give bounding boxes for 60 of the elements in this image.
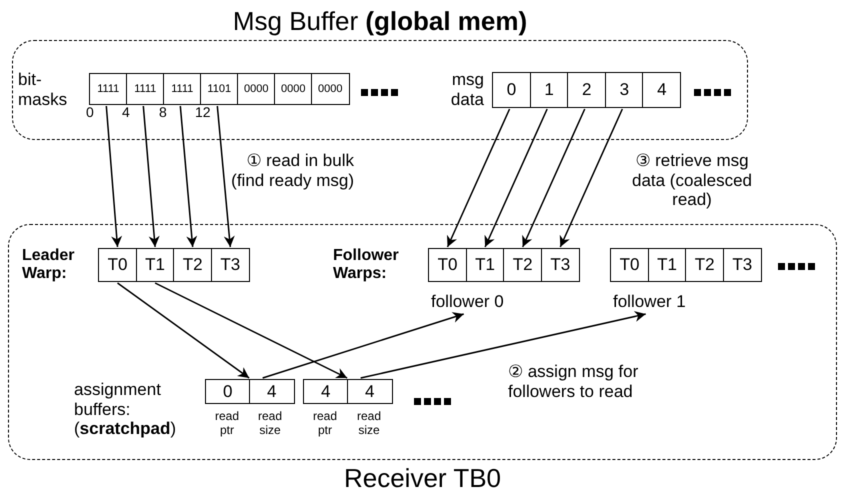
- memory-cell: T0: [610, 248, 649, 282]
- row-label: Leader Warp:: [22, 247, 76, 284]
- memory-cell: 0: [492, 72, 531, 108]
- memory-cell: T2: [685, 248, 724, 282]
- arrow: [446, 108, 510, 248]
- row-label: msg data: [450, 70, 484, 110]
- memory-cell: T0: [98, 248, 137, 282]
- row-label: bit- masks: [18, 70, 68, 110]
- memory-cell: 1111: [163, 73, 202, 105]
- memory-cell: T1: [136, 248, 175, 282]
- field-caption: read size: [356, 410, 382, 438]
- arrow: [360, 311, 646, 379]
- arrow: [560, 108, 624, 248]
- arrow: [262, 312, 464, 379]
- memory-cell: 0000: [274, 73, 312, 105]
- arrow: [142, 106, 160, 248]
- memory-cell: 4: [303, 379, 348, 404]
- index-number: 0: [86, 104, 94, 120]
- memory-cell: 1: [530, 72, 569, 108]
- arrow: [106, 106, 122, 248]
- memory-cell: 0: [205, 379, 250, 404]
- arrow: [154, 282, 348, 379]
- memory-cell: T1: [648, 248, 687, 282]
- memory-cell: 1111: [89, 73, 128, 105]
- row-label: assignment buffers: (scratchpad): [74, 380, 178, 439]
- memory-cell: 0000: [237, 73, 276, 105]
- index-number: 4: [122, 104, 130, 120]
- memory-cell: T2: [173, 248, 212, 282]
- arrow: [117, 282, 250, 379]
- memory-cell: T3: [722, 248, 762, 282]
- index-number: 8: [159, 104, 167, 120]
- step-note: ② assign msg for followers to read: [508, 362, 640, 402]
- memory-cell: T3: [540, 248, 580, 282]
- field-caption: read ptr: [312, 410, 338, 438]
- arrow: [216, 106, 235, 248]
- memory-cell: T1: [466, 248, 505, 282]
- arrow: [522, 108, 586, 248]
- arrow: [484, 108, 548, 248]
- arrow: [180, 106, 198, 248]
- row-label: Follower Warps:: [333, 247, 400, 284]
- region-title: Receiver TB0: [344, 463, 502, 494]
- memory-cell: 1111: [126, 73, 164, 105]
- field-caption: read ptr: [214, 410, 240, 438]
- memory-cell: 4: [347, 379, 392, 404]
- warp-caption: follower 0: [431, 292, 504, 313]
- step-note: ① read in bulk (find ready msg): [230, 151, 354, 190]
- memory-cell: 4: [642, 72, 682, 108]
- warp-caption: follower 1: [613, 292, 686, 313]
- memory-cell: 2: [567, 72, 606, 108]
- step-note: ③ retrieve msg data (coalesced read): [630, 151, 754, 210]
- memory-cell: 1101: [200, 73, 238, 105]
- memory-cell: T0: [428, 248, 467, 282]
- region-title: Msg Buffer (global mem): [232, 6, 528, 37]
- memory-cell: T2: [503, 248, 542, 282]
- index-number: 12: [195, 104, 211, 120]
- memory-cell: 4: [249, 379, 294, 404]
- memory-cell: T3: [210, 248, 250, 282]
- memory-cell: 0000: [311, 73, 350, 105]
- field-caption: read size: [256, 410, 284, 438]
- memory-cell: 3: [604, 72, 644, 108]
